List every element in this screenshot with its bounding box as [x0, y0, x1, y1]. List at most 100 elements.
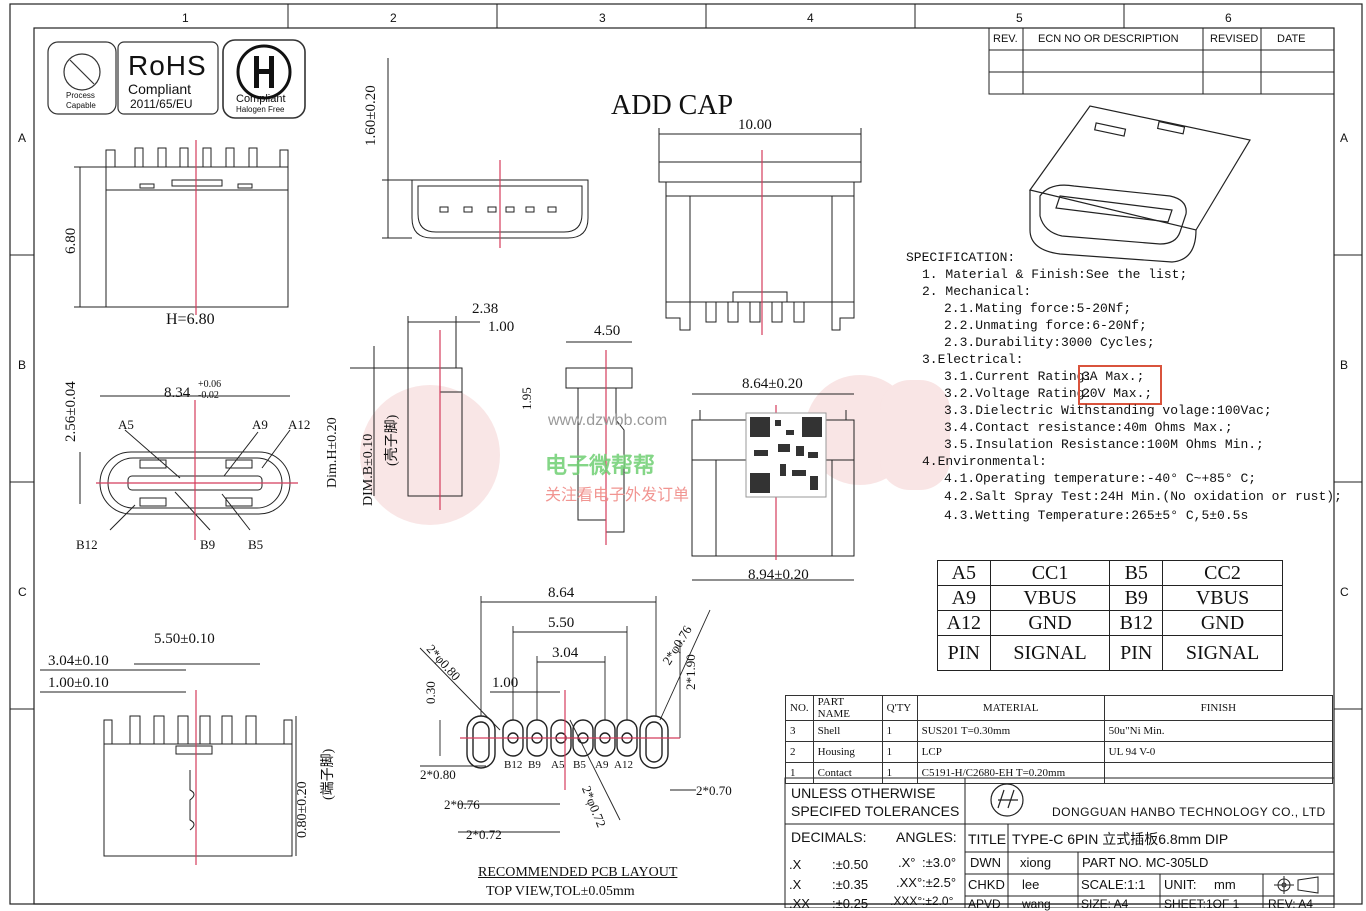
- bom-cell: 1: [881, 762, 918, 784]
- connector-3d-sketch: [1028, 105, 1251, 263]
- dim-238: 2.38: [472, 301, 499, 317]
- bill-of-materials: NO. PART NAME Q'TY MATERIAL FINISH 3 She…: [785, 695, 1334, 784]
- spec-line-2-1: 2.1.Mating force:5-20Nf;: [944, 301, 1132, 316]
- pb-badge-line1: Process: [66, 91, 95, 100]
- pin-view: [40, 663, 297, 857]
- spec-line-3-2: 3.2.Voltage Rating:: [944, 386, 1092, 401]
- signal-header-cell: SIGNAL: [989, 635, 1111, 671]
- tol-angle-3: .XXX°: [890, 894, 923, 908]
- table-row: 1 Contact 1 C5191-H/C2680-EH T=0.20mm: [785, 762, 1334, 784]
- watermark-line2: 关注看电子外发订单: [545, 485, 690, 504]
- projection-symbol-icon: [1274, 876, 1319, 894]
- pin-cell: A9: [937, 585, 991, 611]
- tol-decimal-3-value: :±0.25: [832, 896, 869, 911]
- bom-cell: 50u"Ni Min.: [1103, 720, 1334, 742]
- label-b5: B5: [248, 537, 264, 552]
- watermark-logo: [360, 375, 950, 525]
- tol-decimal-1-value: :±0.50: [832, 857, 869, 872]
- spec-voltage-value: 20V Max.;: [1082, 386, 1153, 401]
- halogen-free-badge: [222, 39, 306, 119]
- spec-line-2-2: 2.2.Unmating force:6-20Nf;: [944, 318, 1147, 333]
- tol-decimal-2: .X: [789, 877, 802, 892]
- bom-header: NO.: [785, 695, 814, 721]
- pcb-dim-2x080: 2*0.80: [420, 767, 456, 782]
- dim-864: 8.64±0.20: [742, 376, 803, 392]
- pcb-dimension-lines: [419, 596, 711, 833]
- bom-cell: C5191-H/C2680-EH T=0.20mm: [916, 762, 1105, 784]
- col-label-5: 5: [1016, 11, 1023, 25]
- table-row: 3 Shell 1 SUS201 T=0.30mm 50u"Ni Min.: [785, 720, 1334, 742]
- dim-195: 1.95: [519, 387, 534, 410]
- bom-cell: 3: [785, 720, 814, 742]
- table-row: PIN SIGNAL PIN SIGNAL: [937, 635, 1283, 671]
- tol-decimal-1: .X: [789, 857, 802, 872]
- angles-label: ANGLES:: [896, 829, 957, 845]
- pb-badge-line2: Capable: [66, 101, 96, 110]
- inner-frame: [33, 27, 1335, 905]
- row-label-a-right: A: [1340, 131, 1349, 145]
- pcb-dim-2x070: 2*0.70: [696, 783, 732, 798]
- rohs-line2: Compliant: [128, 81, 192, 97]
- row-label-b-right: B: [1340, 358, 1349, 372]
- dim-opening-tol-down: -0.02: [198, 390, 219, 401]
- tolerance-note-1: UNLESS OTHERWISE: [791, 785, 936, 801]
- side-view-cap: [658, 128, 862, 331]
- col-label-2: 2: [390, 11, 397, 25]
- spec-current-value: 3A Max.;: [1082, 369, 1145, 384]
- dim-100b: 1.00±0.10: [48, 675, 109, 691]
- rating-highlight-box: [1078, 365, 1162, 405]
- drawn-value: xiong: [1020, 855, 1052, 870]
- rohs-title: RoHS: [128, 50, 207, 81]
- signal-cell: CC2: [1162, 560, 1283, 586]
- bom-header: FINISH: [1103, 695, 1334, 721]
- col-label-3: 3: [599, 11, 606, 25]
- bom-cell: Shell: [812, 720, 883, 742]
- checked-label: CHKD: [968, 877, 1005, 892]
- pin-cell: B9: [1109, 585, 1164, 611]
- label-a5: A5: [118, 417, 134, 432]
- spec-title: SPECIFICATION:: [906, 250, 1016, 265]
- bom-cell: [1103, 762, 1334, 784]
- tolerance-note-2: SPECIFED TOLERANCES: [791, 803, 960, 819]
- bom-header: Q'TY: [881, 695, 918, 721]
- bom-cell: 2: [785, 741, 814, 763]
- tol-angle-2: .XX°: [896, 875, 923, 890]
- dim-cap-width: 10.00: [738, 117, 772, 133]
- terminal-pin-label: (端子脚): [321, 748, 336, 800]
- approved-value: wang: [1022, 897, 1051, 911]
- pcb-dim-2x076: 2*0.76: [444, 797, 480, 812]
- pb-badge: [47, 41, 117, 115]
- rohs-badge: [117, 41, 219, 115]
- pcb-dim-304: 3.04: [552, 645, 579, 661]
- dim-opening-tol-up: +0.06: [198, 379, 222, 390]
- side-profile: [350, 316, 480, 497]
- row-label-b: B: [18, 358, 27, 372]
- signal-cell: VBUS: [1162, 585, 1283, 611]
- pcb-dim-864: 8.64: [548, 585, 575, 601]
- pcb-dim-100: 1.00: [492, 675, 519, 691]
- tol-angle-1-value: :±3.0°: [922, 855, 957, 870]
- hf-line2: Halogen Free: [236, 105, 285, 114]
- decimals-label: DECIMALS:: [791, 829, 867, 845]
- bom-cell: Contact: [812, 762, 883, 784]
- approved-label: APVD: [968, 897, 1001, 911]
- dim-height-label: H=6.80: [166, 311, 215, 328]
- pcb-pin-b9: B9: [528, 759, 541, 771]
- bom-cell: Housing: [812, 741, 883, 763]
- signal-cell: VBUS: [989, 585, 1111, 611]
- dim-304: 3.04±0.10: [48, 653, 109, 669]
- bom-header: MATERIAL: [916, 695, 1105, 721]
- pcb-pin-b12: B12: [504, 759, 523, 771]
- pcb-pin-a5: A5: [551, 759, 565, 771]
- bom-cell: SUS201 T=0.30mm: [916, 720, 1105, 742]
- title-label: TITLE: [968, 831, 1007, 847]
- rev-header: REV.: [993, 33, 1018, 45]
- title-value: TYPE-C 6PIN 立式插板6.8mm DIP: [1012, 831, 1229, 847]
- pcb-pin-a9: A9: [595, 759, 609, 771]
- pcb-layout: [466, 715, 669, 769]
- row-label-c-right: C: [1340, 585, 1349, 599]
- table-row: A9 VBUS B9 VBUS: [937, 585, 1283, 611]
- hf-line1: Compliant: [236, 93, 286, 105]
- tol-decimal-3: .XX: [789, 896, 810, 911]
- dim-100: 1.00: [488, 319, 515, 335]
